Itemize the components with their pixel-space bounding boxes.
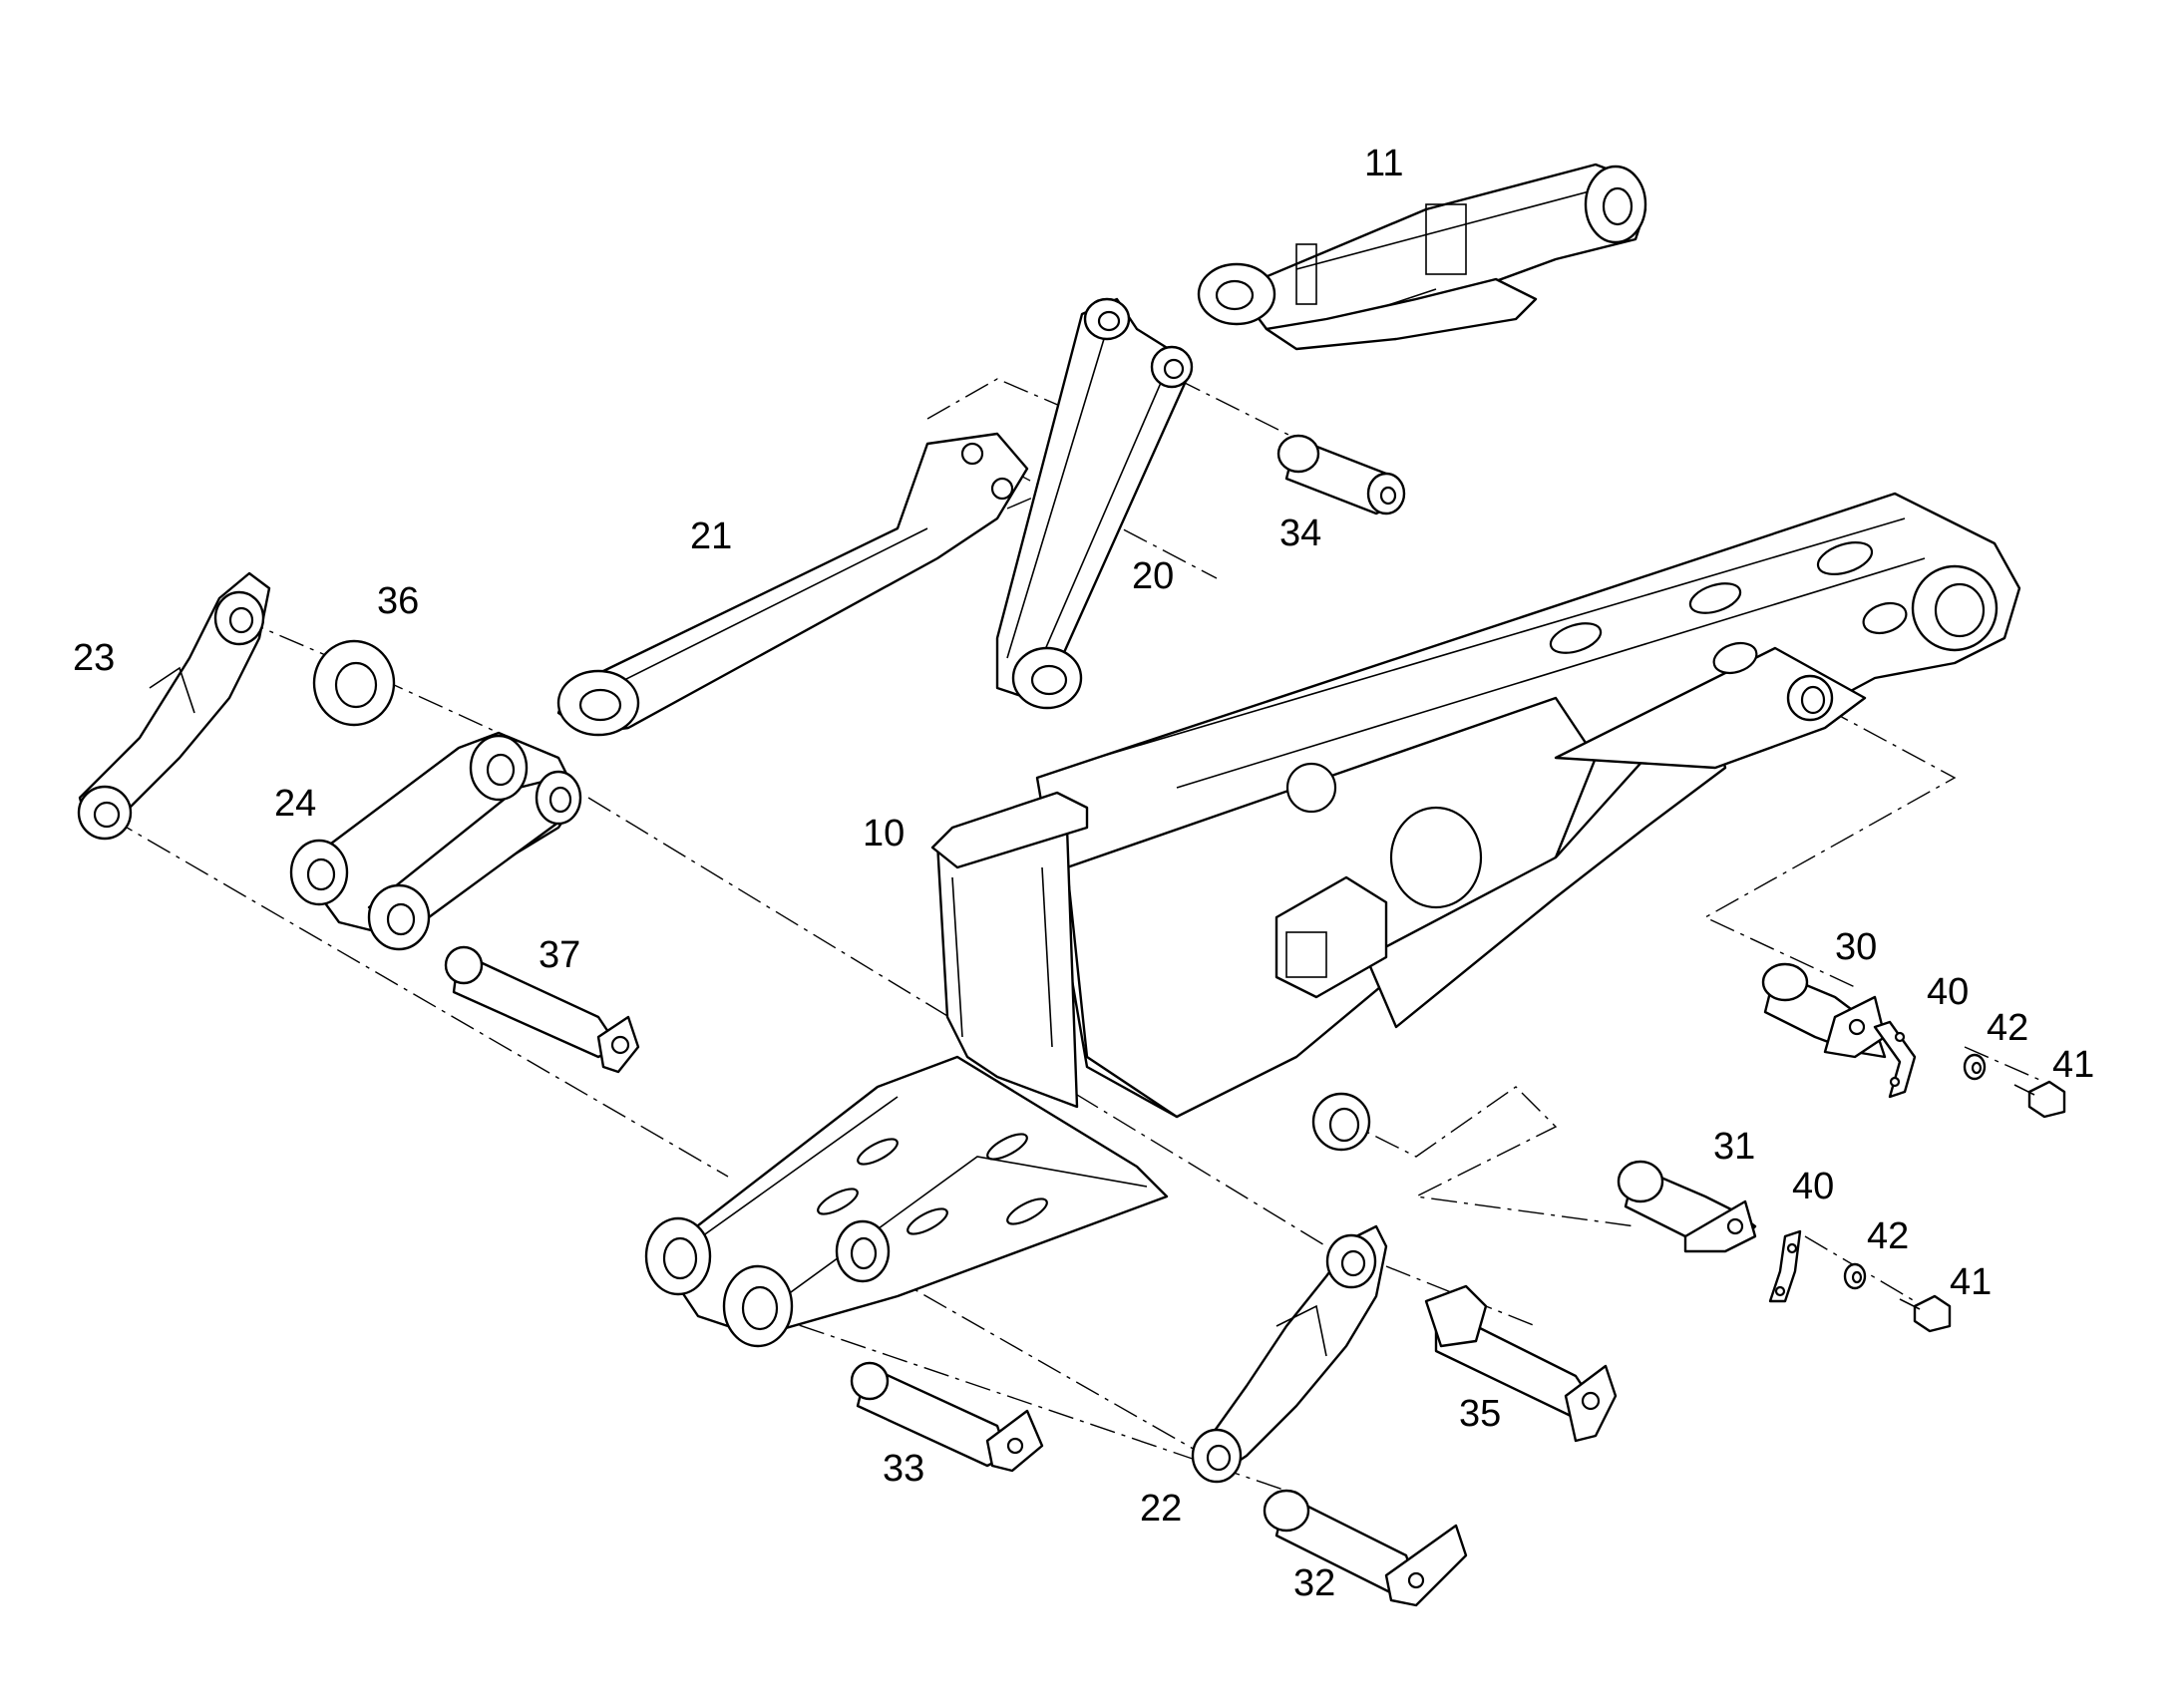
long-pin-part-37	[444, 945, 640, 1074]
callout-23: 23	[73, 637, 115, 679]
pin-part-30	[1761, 962, 1887, 1059]
callout-11: 11	[1364, 143, 1403, 184]
boom-frame-part-10	[644, 492, 2021, 1348]
washer-part-42-b	[1843, 1262, 1867, 1290]
callout-42-a: 42	[1987, 1007, 2028, 1049]
callout-labels: 10 11 20 21 22 23 24 30 31 32 33 34 35 3…	[73, 143, 2094, 1604]
washer-part-36	[312, 639, 396, 727]
callout-20: 20	[1132, 555, 1174, 597]
lock-plate-part-40-a	[1873, 1020, 1917, 1099]
long-link-part-21	[556, 432, 1029, 737]
clamp-plate-part-22	[1191, 1224, 1388, 1484]
long-pin-part-33	[850, 1361, 1044, 1473]
pin-part-31	[1617, 1160, 1757, 1253]
long-pin-part-35	[1424, 1284, 1618, 1443]
double-link-part-24	[289, 731, 582, 951]
callout-24: 24	[274, 783, 316, 825]
washer-part-42-a	[1963, 1053, 1987, 1081]
lock-plate-part-40-b	[1768, 1229, 1802, 1303]
callout-40-a: 40	[1927, 971, 1969, 1013]
callout-41-a: 41	[2052, 1044, 2094, 1086]
callout-35: 35	[1459, 1393, 1501, 1435]
bushing-pin-part-34	[1276, 434, 1406, 515]
callout-21: 21	[690, 515, 732, 557]
callout-34: 34	[1279, 512, 1321, 554]
callout-31: 31	[1713, 1126, 1755, 1168]
callout-36: 36	[377, 580, 419, 622]
hydraulic-cylinder-part-11	[1197, 163, 1647, 351]
callout-42-b: 42	[1867, 1215, 1909, 1257]
link-arm-part-20	[995, 297, 1194, 710]
bolt-part-41-b	[1899, 1294, 1952, 1333]
clamp-plate-part-23	[77, 571, 271, 841]
callout-32: 32	[1293, 1562, 1335, 1604]
callout-40-b: 40	[1792, 1166, 1834, 1207]
callout-33: 33	[883, 1448, 924, 1490]
callout-41-b: 41	[1950, 1261, 1992, 1303]
callout-30: 30	[1835, 926, 1877, 968]
callout-10: 10	[863, 813, 905, 854]
bolt-part-41-a	[2013, 1080, 2066, 1119]
long-pin-part-32	[1263, 1489, 1468, 1607]
callout-22: 22	[1140, 1488, 1182, 1530]
callout-37: 37	[539, 934, 580, 976]
